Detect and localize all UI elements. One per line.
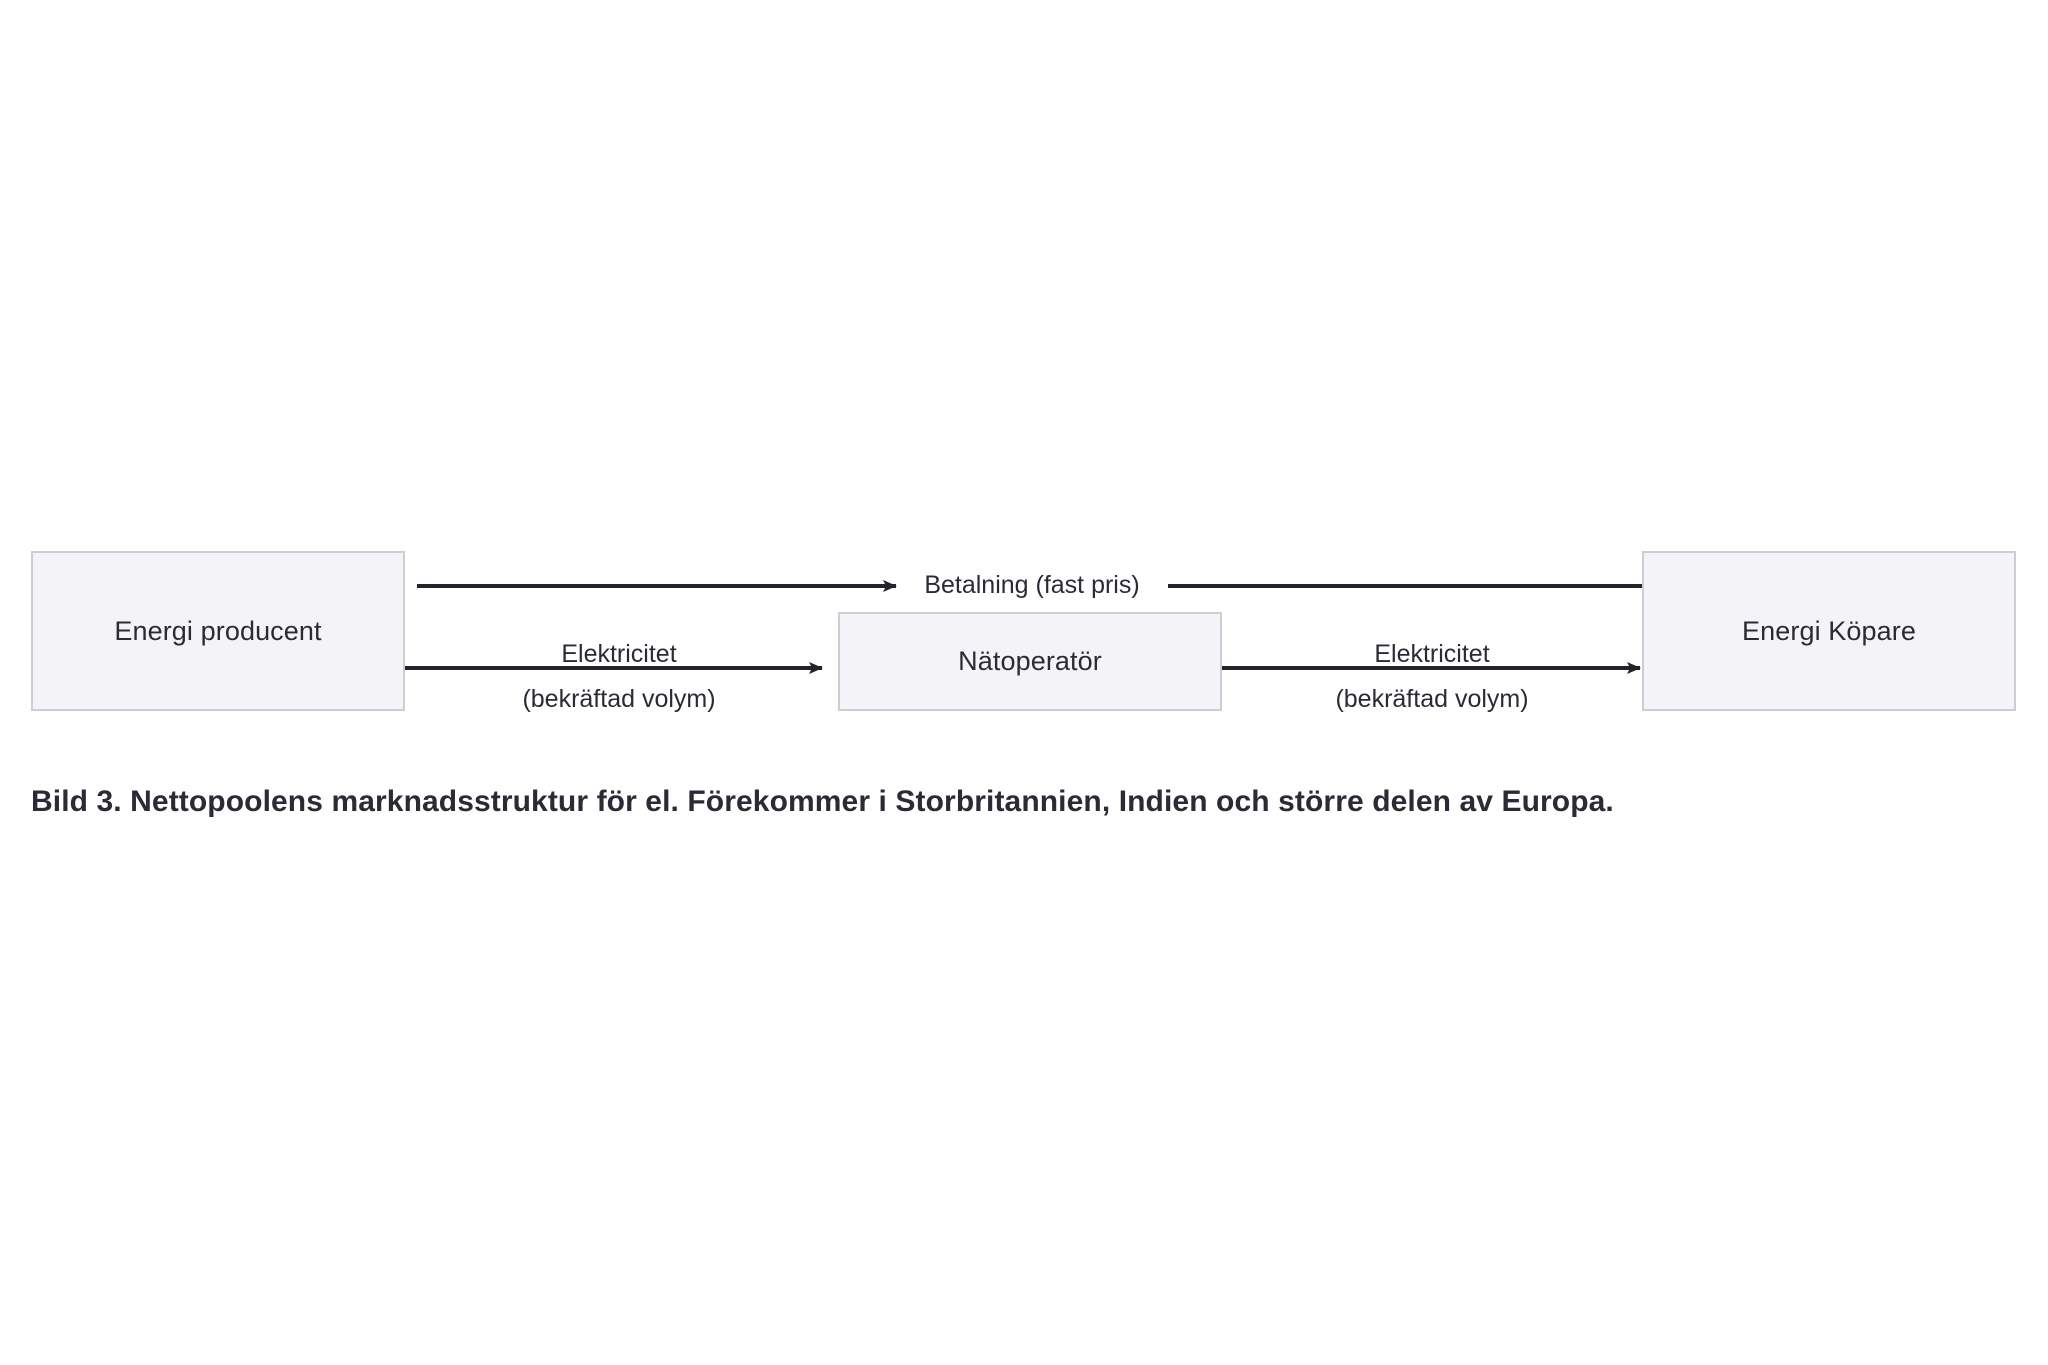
node-energy-buyer[interactable]: Energi Köpare: [1642, 551, 2016, 711]
node-grid-operator-label: Nätoperatör: [958, 646, 1102, 677]
edge-label-payment: Betalning (fast pris): [910, 570, 1154, 602]
edge-label-electricity-right-bottom: (bekräftad volym): [1335, 685, 1529, 713]
edge-label-electricity-right-top: Elektricitet: [1374, 640, 1490, 668]
edge-label-electricity-left-bottom: (bekräftad volym): [522, 685, 716, 713]
node-energy-buyer-label: Energi Köpare: [1742, 615, 1916, 646]
node-energy-producer[interactable]: Energi producent: [31, 551, 405, 711]
node-energy-producer-label: Energi producent: [114, 615, 322, 646]
figure-caption: Bild 3. Nettopoolens marknadsstruktur fö…: [31, 785, 1614, 818]
node-grid-operator[interactable]: Nätoperatör: [838, 612, 1222, 711]
edge-label-electricity-left-top: Elektricitet: [561, 640, 677, 668]
